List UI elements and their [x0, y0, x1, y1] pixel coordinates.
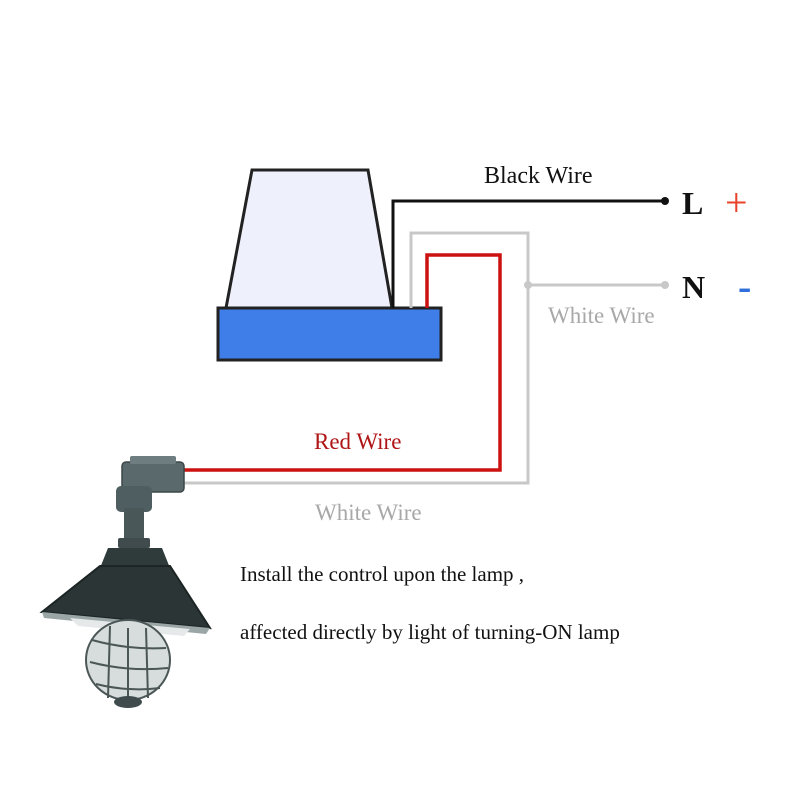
white-wire-supply	[409, 231, 664, 308]
minus-sign: -	[738, 264, 751, 309]
caption-line-2: affected directly by light of turning-ON…	[240, 620, 620, 644]
red-wire-label: Red Wire	[314, 429, 401, 454]
sensor-cap	[224, 168, 394, 310]
neutral-terminal-label: N	[682, 269, 705, 305]
white-wire-supply-label: White Wire	[548, 303, 655, 328]
neutral-terminal-dot	[661, 281, 669, 289]
sensor-base	[216, 306, 443, 362]
live-terminal-label: L	[682, 185, 703, 221]
plus-sign: +	[725, 180, 748, 225]
photocell-sensor-icon	[216, 168, 443, 362]
live-terminal-dot	[661, 197, 669, 205]
lamp-icon	[39, 456, 212, 708]
black-wire	[391, 199, 664, 308]
white-wire-lamp	[183, 285, 530, 485]
white-wire-lamp-label: White Wire	[315, 500, 422, 525]
black-wire-label: Black Wire	[484, 163, 593, 189]
red-wire	[183, 253, 502, 472]
caption-line-1: Install the control upon the lamp ,	[240, 562, 525, 586]
